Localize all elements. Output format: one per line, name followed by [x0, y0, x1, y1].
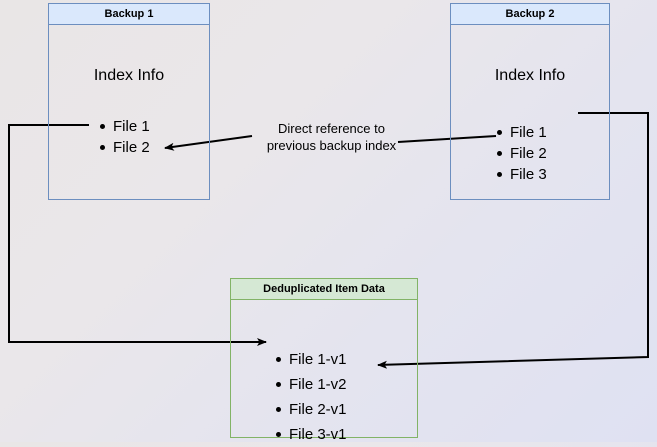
list-item: File 2-v1: [274, 397, 347, 422]
backup-2-file-list: File 1 File 2 File 3: [495, 122, 547, 185]
edge-label-line-2: previous backup index: [266, 138, 397, 153]
file-label: File 3: [510, 166, 547, 183]
bullet-icon: [100, 124, 105, 129]
bullet-icon: [276, 432, 281, 437]
list-item: File 3: [495, 164, 547, 185]
file-label: File 2: [113, 139, 150, 156]
node-backup-1-body: Index Info File 1 File 2: [49, 25, 209, 199]
bullet-icon: [497, 130, 502, 135]
backup-1-file-list: File 1 File 2: [98, 116, 150, 158]
list-item: File 1-v1: [274, 347, 347, 372]
bullet-icon: [276, 357, 281, 362]
list-item: File 1: [495, 122, 547, 143]
bullet-icon: [276, 382, 281, 387]
file-label: File 2-v1: [289, 401, 347, 418]
node-backup-2[interactable]: Backup 2 Index Info File 1 File 2 File 3: [450, 3, 610, 200]
list-item: File 3-v1: [274, 422, 347, 447]
bullet-icon: [100, 145, 105, 150]
file-label: File 1-v2: [289, 376, 347, 393]
file-label: File 1-v1: [289, 351, 347, 368]
node-backup-2-body: Index Info File 1 File 2 File 3: [451, 25, 609, 199]
file-label: File 1: [510, 124, 547, 141]
node-deduplicated-item-data[interactable]: Deduplicated Item Data File 1-v1 File 1-…: [230, 278, 418, 443]
dedup-file-list: File 1-v1 File 1-v2 File 2-v1 File 3-v1: [274, 347, 347, 447]
bullet-icon: [497, 172, 502, 177]
list-item: File 2: [495, 143, 547, 164]
node-backup-1[interactable]: Backup 1 Index Info File 1 File 2: [48, 3, 210, 200]
node-deduplicated-item-data-body: File 1-v1 File 1-v2 File 2-v1 File 3-v1: [231, 300, 417, 443]
node-deduplicated-item-data-header: Deduplicated Item Data: [231, 279, 417, 300]
list-item: File 1: [98, 116, 150, 137]
file-label: File 1: [113, 118, 150, 135]
file-label: File 3-v1: [289, 426, 347, 443]
list-item: File 1-v2: [274, 372, 347, 397]
edge-label-line-1: Direct reference to: [278, 121, 385, 136]
node-backup-2-header: Backup 2: [451, 4, 609, 25]
bullet-icon: [497, 151, 502, 156]
bullet-icon: [276, 407, 281, 412]
list-item: File 2: [98, 137, 150, 158]
backup-2-index-info-label: Index Info: [494, 67, 566, 84]
edge-label-direct-reference: Direct reference to previous backup inde…: [244, 120, 419, 154]
file-label: File 2: [510, 145, 547, 162]
node-backup-1-header: Backup 1: [49, 4, 209, 25]
backup-1-index-info-label: Index Info: [93, 67, 165, 84]
